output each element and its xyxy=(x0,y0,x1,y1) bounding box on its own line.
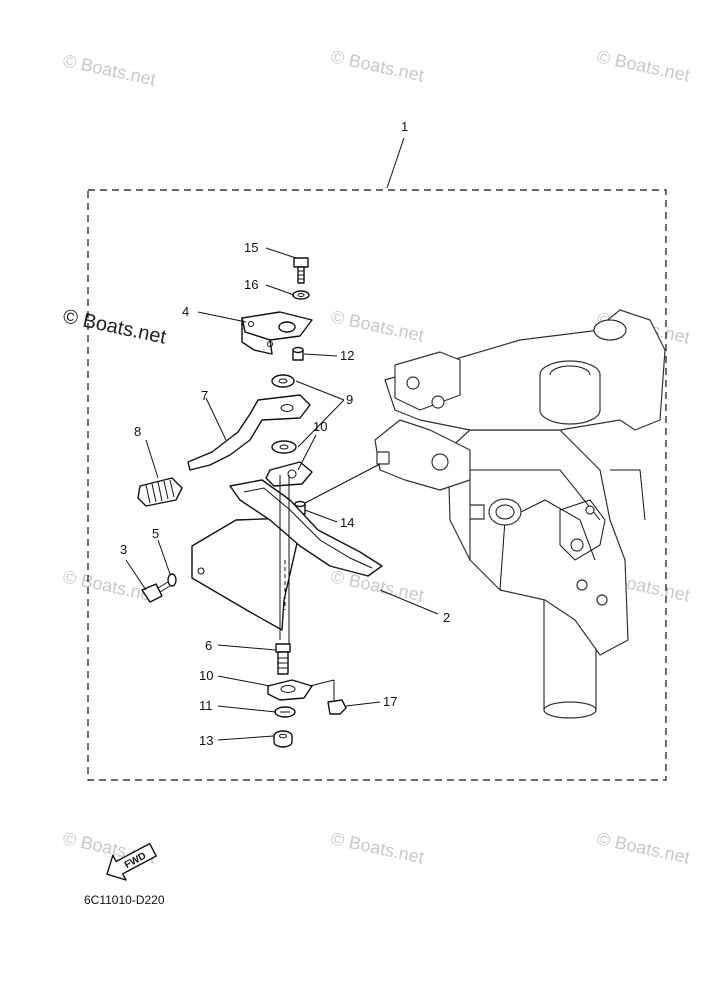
part-2-bracket xyxy=(191,475,383,645)
watermark: © Boats.net xyxy=(595,828,691,867)
watermark: © Boats.net xyxy=(595,46,691,85)
part-9-washer xyxy=(271,374,297,454)
leader-lines xyxy=(125,137,439,741)
callout-14: 14 xyxy=(340,515,354,530)
callout-5: 5 xyxy=(152,526,159,541)
part-8-grip xyxy=(137,477,183,507)
part-16-washer xyxy=(292,290,310,300)
callout-10-lower: 10 xyxy=(199,668,213,683)
callout-11: 11 xyxy=(199,698,213,713)
callout-6: 6 xyxy=(205,638,212,653)
part-13-nut xyxy=(273,730,293,748)
callout-3: 3 xyxy=(120,542,127,557)
callout-13: 13 xyxy=(199,733,213,748)
bracket-assembly-drawing xyxy=(374,309,666,719)
diagram-code: 6C11010-D220 xyxy=(84,893,165,907)
callout-16: 16 xyxy=(244,277,258,292)
part-17-nut xyxy=(309,679,347,715)
callout-12: 12 xyxy=(340,348,354,363)
part-4-bracket xyxy=(241,311,313,355)
part-7-lever xyxy=(187,394,311,471)
part-3-bolt xyxy=(141,581,171,603)
callout-7: 7 xyxy=(201,388,208,403)
watermark: © Boats.net xyxy=(329,306,425,345)
part-6-bolt xyxy=(275,643,291,675)
part-15-bolt xyxy=(293,257,309,284)
callout-17: 17 xyxy=(383,694,397,709)
part-10-plate xyxy=(265,461,313,701)
assembly-border xyxy=(87,189,667,781)
part-12-collar xyxy=(292,346,304,361)
watermark: © Boats.net xyxy=(329,566,425,605)
callout-2: 2 xyxy=(443,610,450,625)
callout-numbers: 1 2 3 4 5 6 7 8 9 10 10 11 12 13 14 15 1… xyxy=(120,119,450,748)
callout-1: 1 xyxy=(401,119,408,134)
watermark: © Boats.net xyxy=(329,828,425,867)
part-11-washer xyxy=(274,706,296,718)
callout-9: 9 xyxy=(346,392,353,407)
watermark: © Boats.net xyxy=(61,50,157,89)
callout-8: 8 xyxy=(134,424,141,439)
watermark-dark: © Boats.net xyxy=(61,305,169,348)
part-5-washer xyxy=(167,573,177,587)
callout-10-upper: 10 xyxy=(313,419,327,434)
watermark: © Boats.net xyxy=(329,46,425,85)
callout-15: 15 xyxy=(244,240,258,255)
callout-4: 4 xyxy=(182,304,189,319)
watermarks: © Boats.net © Boats.net © Boats.net © Bo… xyxy=(61,46,692,867)
